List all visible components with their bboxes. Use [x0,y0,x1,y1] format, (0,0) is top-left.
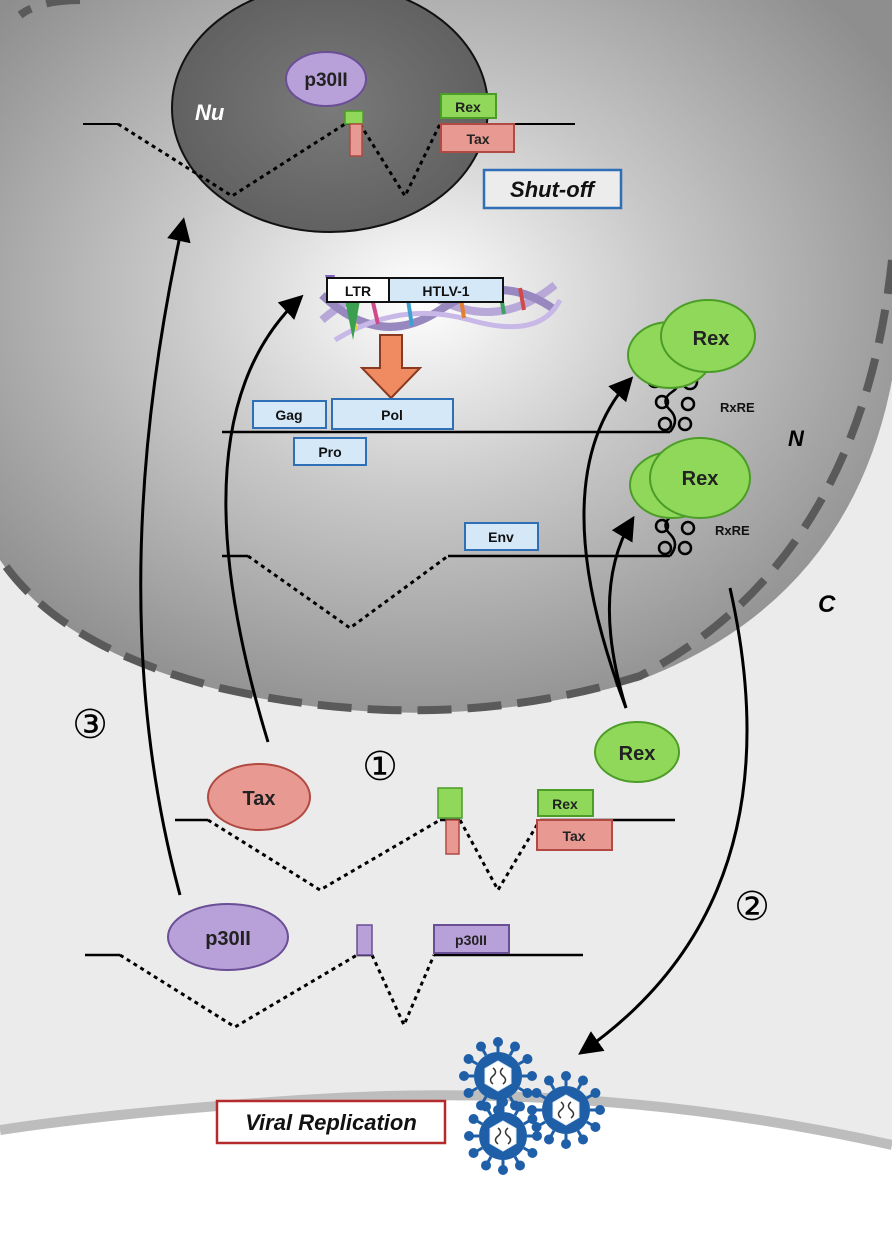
tax-cytoplasm-protein [207,763,311,831]
rex-cytoplasm-protein [594,721,680,783]
tax-cytoplasm-label: Tax [243,788,276,810]
cyto-p30-exon [433,924,510,954]
ltr-label: LTR [345,283,371,299]
arrow-rex-to-rxre-top [582,376,634,709]
pol-label: Pol [381,407,403,423]
rex-bound-top-label: Rex [693,328,730,350]
p30-nucleolus-label: p30II [304,70,347,91]
cyto-tax-exon [536,819,613,851]
virion-3 [464,1097,542,1175]
htlv1-label: HTLV-1 [422,283,469,299]
viral-replication-label: Viral Replication [245,1110,417,1135]
p30-cytoplasm-label: p30II [205,928,251,950]
nucleolus-rex-exon [440,93,497,119]
rex-cytoplasm-label: Rex [619,743,656,765]
cyto-tax-exon-label: Tax [562,828,585,844]
arrow-export-to-replication [578,587,749,1055]
nucleolus-small-exon-red [349,123,363,157]
step-three-marker: ③ [72,703,108,747]
cyto-rex-exon-label: Rex [552,796,578,812]
gag-exon [252,400,327,429]
step-two-marker: ② [734,885,770,929]
env-transcript [222,554,670,630]
pro-label: Pro [318,444,341,460]
p30-cytoplasm-protein [167,903,289,971]
rex-bound-bottom-label: Rex [682,468,719,490]
nucleolus-small-exon-green [344,110,364,125]
nucleolus-tax-exon-label: Tax [466,131,489,147]
rex-bound-bottom-protein [649,437,751,519]
nucleus-label: N [788,426,805,451]
pro-exon [293,437,367,466]
htlv1-box [388,277,504,303]
env-label: Env [488,529,514,545]
nucleolus-tax-exon [440,123,515,153]
cell-membrane-edge [0,1090,892,1150]
step-one-marker: ① [362,745,398,789]
nuclear-envelope [0,0,892,715]
arrow-rex-to-rxre-bottom [607,515,635,709]
viral-replication-box [215,1099,447,1145]
virion-2 [527,1071,605,1149]
cyto-small-exon-green [437,787,463,819]
cytoplasm-label: C [818,591,836,618]
rxre-bottom-label: RxRE [715,523,750,538]
ltr-box [326,277,390,303]
gag-label: Gag [275,407,302,423]
cyto-rex-exon [537,789,594,817]
p30-small-exon [356,924,373,956]
pathway-arrows [139,217,749,1055]
transcription-arrow [359,334,423,400]
pol-exon [331,398,454,430]
p30-nucleolus-protein [285,51,367,107]
shutoff-box [482,168,623,210]
cyto-small-exon-red [445,819,460,855]
env-exon [464,522,539,551]
shutoff-label: Shut-off [510,177,597,202]
arrow-tax-to-provirus [224,294,304,743]
virion-particles [459,1037,605,1175]
rex-bound-top-protein [660,299,756,373]
rxre-top-label: RxRE [720,400,755,415]
nucleolus-rex-exon-label: Rex [455,99,481,115]
arrow-p30-to-nucleolus [139,217,191,896]
cyto-p30-exon-label: p30II [455,932,487,948]
nucleolus-label: Nu [195,100,225,125]
